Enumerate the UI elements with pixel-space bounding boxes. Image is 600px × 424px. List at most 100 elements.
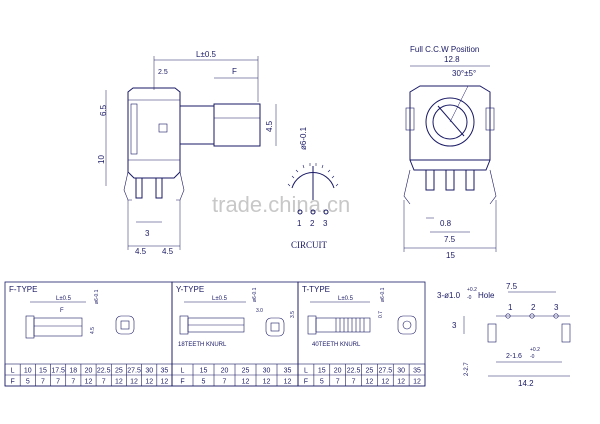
- t-type-length: L±0.5: [338, 296, 354, 302]
- pcb-pin-1: 1: [508, 303, 513, 312]
- front-shaft-outer: [425, 97, 475, 147]
- table-f-cell: 12: [263, 379, 271, 386]
- side-bushing: [179, 105, 215, 145]
- side-leg: [135, 177, 143, 199]
- side-body: [127, 87, 181, 179]
- side-flat-label: F: [232, 67, 237, 76]
- table-l-cell: 30: [397, 368, 405, 375]
- pcb-hole-word: Hole: [478, 291, 495, 300]
- table-l-cell: 20: [221, 368, 229, 375]
- y-type-dia: ø6-0.1: [252, 287, 258, 302]
- table-f-cell: 12: [161, 379, 169, 386]
- table-f-cell: F: [304, 379, 308, 386]
- table-l-cell: 27.5: [379, 368, 393, 375]
- table-f-cell: 12: [130, 379, 138, 386]
- table-l-cell: 15: [200, 368, 208, 375]
- circuit-pin-2: 2: [310, 219, 315, 228]
- dimension-tables: L 10 15 17.5 18 20 22.5 25 27.5 30 35F 5 7 7 7 12 7 12 12 1…: [4, 363, 426, 387]
- table-l-cell: 25: [366, 368, 374, 375]
- table-f-cell: F: [180, 379, 184, 386]
- dim-4-5: 4.5: [265, 120, 274, 132]
- dim-shaft-dia: ø6-0.1: [299, 126, 308, 150]
- f-type-side-dim: 4.5: [90, 327, 96, 334]
- circuit-label: CIRCUIT: [291, 240, 328, 250]
- pcb-pin-3: 3: [554, 303, 559, 312]
- table-l-cell: 17.5: [51, 368, 65, 375]
- table-f-cell: 7: [56, 379, 60, 386]
- front-title: Full C.C.W Position: [410, 45, 479, 54]
- table-f-cell: 7: [71, 379, 75, 386]
- y-type-knurl: 18TEETH KNURL: [178, 342, 227, 348]
- front-w-12-8: 12.8: [444, 55, 460, 64]
- table-l-cell: 25: [115, 368, 123, 375]
- pcb-hole-label: 3-ø1.0: [437, 291, 461, 300]
- table-f-cell: 12: [366, 379, 374, 386]
- table-f-cell: 7: [41, 379, 45, 386]
- table-f-cell: 12: [242, 379, 250, 386]
- circuit-pin-1: 1: [297, 219, 302, 228]
- dim-4-5-a: 4.5: [135, 247, 147, 256]
- pcb-w-7-5: 7.5: [506, 282, 518, 291]
- table-f-cell: 5: [26, 379, 30, 386]
- dim-10: 10: [97, 155, 106, 164]
- pcb-h-3: 3: [452, 321, 457, 330]
- f-type-flat: F: [60, 308, 64, 314]
- table-f-cell: 7: [223, 379, 227, 386]
- side-length-label: L±0.5: [196, 50, 217, 59]
- pcb-pitch: 2-1.6: [506, 353, 522, 360]
- pcb-hole-tol: +0.2: [467, 287, 477, 293]
- table-l-cell: 25: [242, 368, 250, 375]
- pcb-pitch-tol: +0.2: [530, 347, 540, 353]
- table-l-cell: 18: [69, 368, 77, 375]
- dim-2-5: 2.5: [158, 69, 168, 76]
- pcb-pitch-tol2: -0: [530, 354, 535, 360]
- table-l-cell: 15: [39, 368, 47, 375]
- front-w-7-5: 7.5: [444, 235, 456, 244]
- front-body: [409, 85, 491, 161]
- table-f-cell: 12: [284, 379, 292, 386]
- pcb-layout: 7.5 3-ø1.0 +0.2 -0 Hole 1 2 3 3 2-1.6 +0…: [437, 282, 571, 388]
- front-angle: 30°±5°: [452, 69, 476, 78]
- dim-3: 3: [145, 229, 150, 238]
- table-f-cell: 7: [352, 379, 356, 386]
- watermark: trade.china.cn: [212, 192, 350, 217]
- t-type-title: T-TYPE: [302, 285, 330, 294]
- front-view: Full C.C.W Position 12.8 30°±5° 0.8 7.5 …: [403, 45, 497, 260]
- pcb-hole-tol2: -0: [467, 295, 472, 301]
- table-l-cell: 20: [85, 368, 93, 375]
- side-shaft: [213, 103, 261, 147]
- table-l-cell: 22.5: [347, 368, 361, 375]
- t-type-side-dim: 0.7: [378, 311, 384, 318]
- table-f-cell: 12: [381, 379, 389, 386]
- pcb-h-2-7: 2-2.7: [464, 362, 470, 376]
- f-type-length: L±0.5: [56, 296, 72, 302]
- table-l-cell: 10: [24, 368, 32, 375]
- table-l-cell: L: [181, 368, 185, 375]
- y-type-title: Y-TYPE: [176, 285, 204, 294]
- front-shaft-inner: [432, 104, 468, 140]
- f-type-title: F-TYPE: [9, 285, 37, 294]
- table-l-cell: 30: [145, 368, 153, 375]
- front-w-0-8: 0.8: [440, 219, 452, 228]
- t-type-knurl: 40TEETH KNURL: [312, 342, 361, 348]
- table-l-cell: L: [304, 368, 308, 375]
- table-l-cell: 30: [263, 368, 271, 375]
- y-type-top-dim: 3.0: [256, 308, 263, 314]
- f-type-dia: ø6-0.1: [94, 289, 100, 304]
- table-l-cell: 35: [161, 368, 169, 375]
- table-l-cell: 27.5: [127, 368, 141, 375]
- dim-6-5: 6.5: [99, 104, 108, 116]
- table-f-cell: 12: [85, 379, 93, 386]
- circuit: 1 2 3 CIRCUIT: [287, 163, 339, 250]
- table-f-cell: 12: [413, 379, 421, 386]
- circuit-pin-3: 3: [323, 219, 328, 228]
- dim-4-5-b: 4.5: [162, 247, 174, 256]
- table-l-cell: 22.5: [97, 368, 111, 375]
- t-type-dia: ø6-0.1: [380, 287, 386, 302]
- table-f-cell: F: [10, 379, 14, 386]
- table-l-cell: 20: [334, 368, 342, 375]
- table-f-cell: 5: [202, 379, 206, 386]
- table-f-cell: 7: [336, 379, 340, 386]
- table-f-cell: 5: [320, 379, 324, 386]
